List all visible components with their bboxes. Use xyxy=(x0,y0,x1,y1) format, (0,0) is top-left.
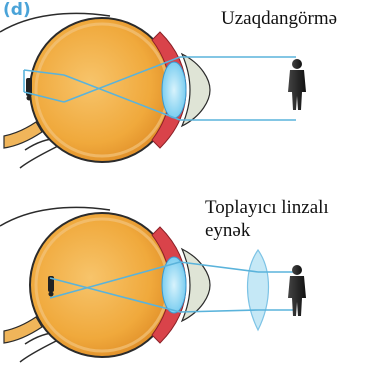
crystalline-lens xyxy=(162,62,186,118)
optic-nerve xyxy=(4,317,42,343)
eye-corrected xyxy=(0,207,210,362)
person-figure-top xyxy=(288,59,306,110)
corrective-convex-lens xyxy=(248,250,269,330)
retina-image-myopia xyxy=(26,78,32,101)
